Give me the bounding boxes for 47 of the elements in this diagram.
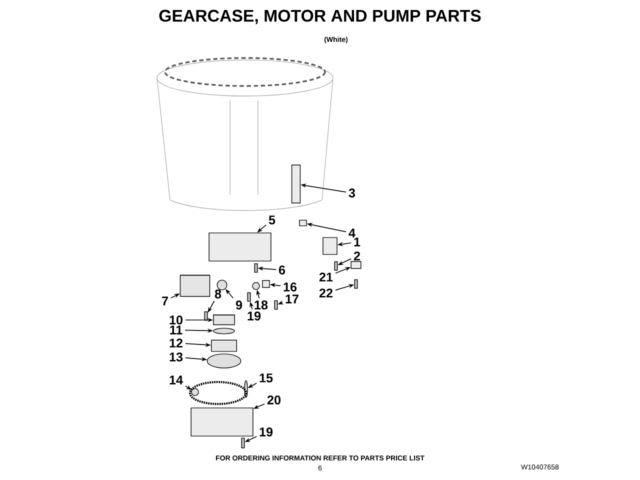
callout-number: 6 <box>278 266 286 274</box>
callout-number: 13 <box>170 352 183 362</box>
screw-drawing <box>354 279 358 289</box>
callout-number: 19 <box>248 312 261 320</box>
part-drawing <box>350 261 362 269</box>
callout-number: 7 <box>162 296 168 306</box>
callout-number: 19 <box>260 428 273 436</box>
screw-drawing <box>274 300 278 310</box>
part-drawing <box>322 237 338 255</box>
callout-number: 3 <box>348 188 356 198</box>
part-drawing <box>299 220 307 226</box>
cylinder-part-drawing <box>213 314 235 326</box>
part-drawing <box>190 408 254 436</box>
callout-number: 17 <box>286 294 298 304</box>
callout-number: 18 <box>254 300 268 310</box>
callout-number: 15 <box>260 374 273 382</box>
callout-number: 14 <box>170 376 183 384</box>
round-part-drawing <box>244 380 248 398</box>
screw-drawing <box>204 311 208 321</box>
round-part-drawing <box>216 280 228 290</box>
callout-number: 20 <box>267 396 281 404</box>
callout-number: 5 <box>268 216 276 224</box>
callout-number: 21 <box>319 272 333 282</box>
title: GEARCASE, MOTOR AND PUMP PARTS <box>159 10 481 24</box>
round-part-drawing <box>213 328 235 334</box>
callout-number: 8 <box>214 290 222 298</box>
callout-number: 11 <box>170 326 182 334</box>
part-drawing <box>208 232 272 262</box>
cylinder-part-drawing <box>180 274 210 297</box>
callout-number: 12 <box>170 338 183 348</box>
screw-drawing <box>247 292 251 302</box>
round-part-drawing <box>191 388 199 396</box>
part-drawing <box>262 280 270 288</box>
round-part-drawing <box>206 354 242 368</box>
callout-number: 22 <box>319 288 333 298</box>
round-part-drawing <box>252 282 260 290</box>
callout-number: 2 <box>354 252 360 260</box>
cylinder-part-drawing <box>211 340 238 352</box>
callout-number: 1 <box>354 238 360 246</box>
screw-drawing <box>334 261 338 271</box>
callout-number: 9 <box>236 300 242 310</box>
callout-number: 16 <box>284 282 297 292</box>
part-drawing <box>291 164 301 204</box>
callout-number: 10 <box>170 316 183 324</box>
screw-drawing <box>254 263 258 273</box>
callout-number: 4 <box>348 228 356 238</box>
screw-drawing <box>241 438 245 448</box>
